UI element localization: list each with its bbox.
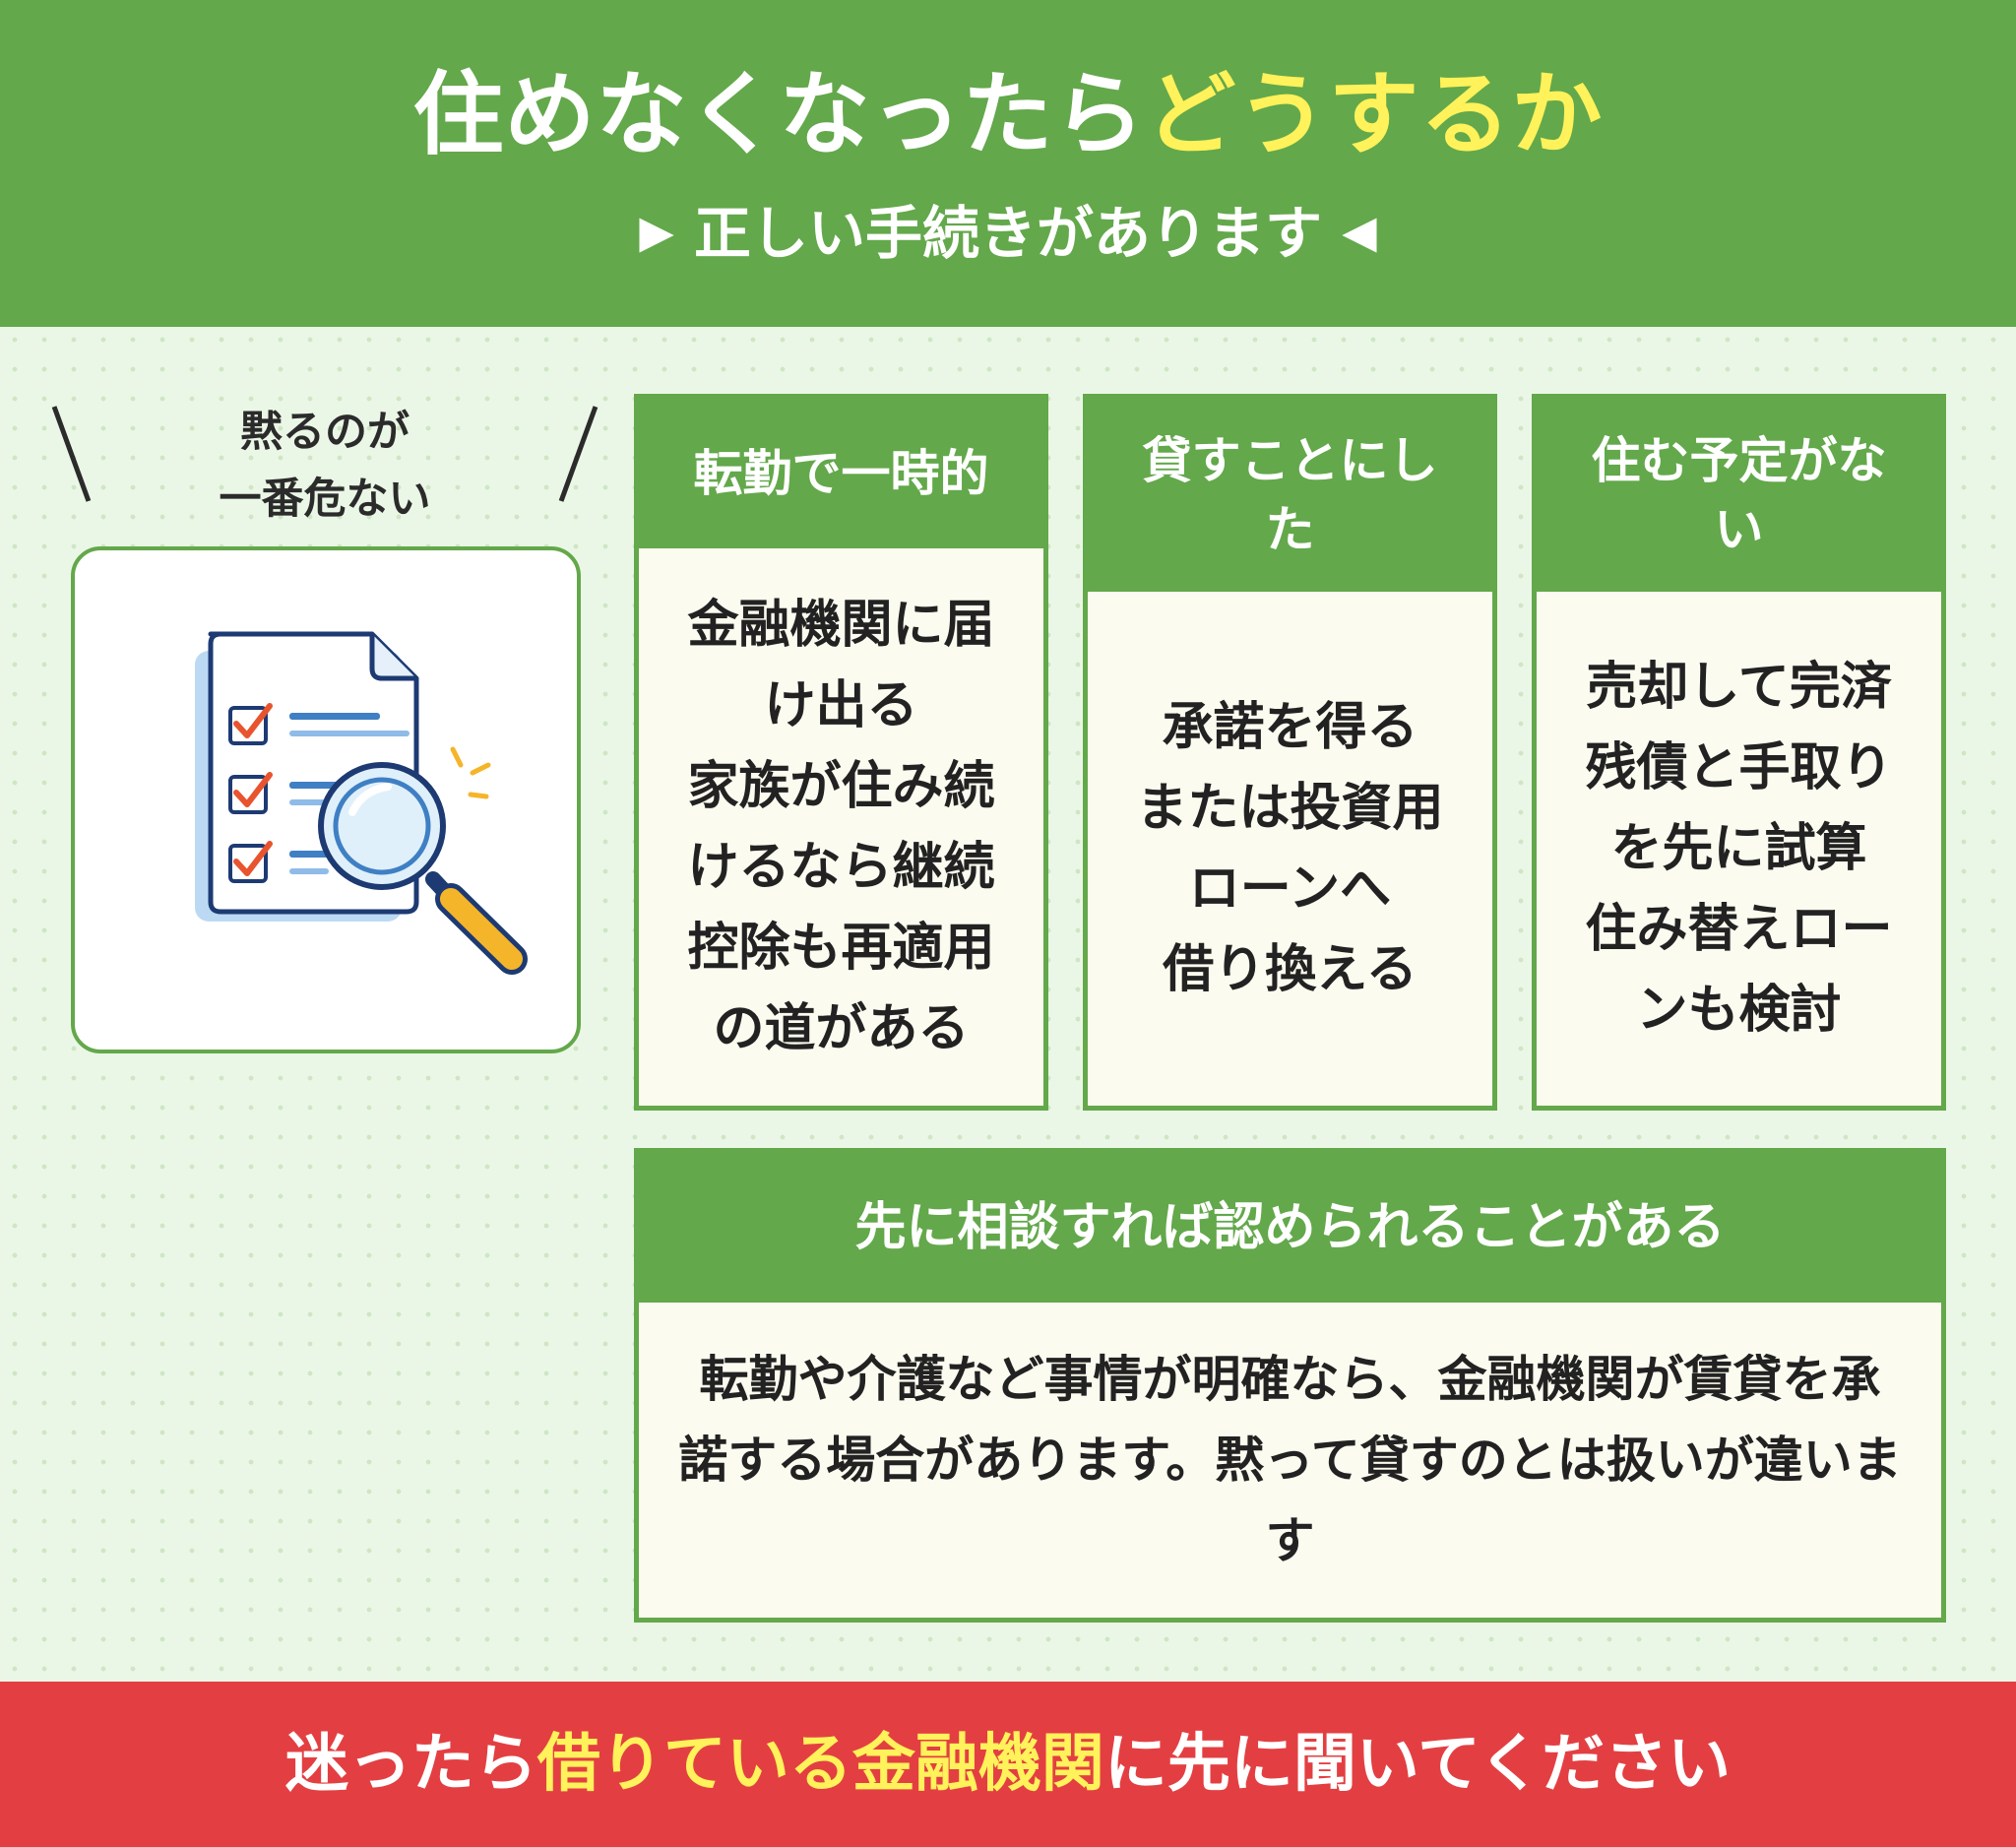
reverse-triangle-icon: ◀: [1342, 205, 1377, 258]
card-body-line: 残債と手取り: [1585, 738, 1893, 797]
footer-banner: 迷ったら借りている金融機関に先に聞いてください: [0, 1682, 2016, 1847]
card-body-line: または投資用: [1136, 779, 1444, 838]
illustration-panel: [71, 546, 581, 1053]
card-body-line: 売却して完済: [1586, 658, 1892, 717]
subtitle-text: 正しい手続きがあります: [693, 200, 1322, 267]
card-body-line: ローンへ: [1188, 860, 1392, 919]
card-body-line: け出る: [764, 676, 918, 735]
card-body-line: 金融機関に届: [687, 596, 995, 655]
card-body-line: けるなら継続: [687, 838, 995, 897]
footer-text-2: に先に聞いてください: [1103, 1728, 1732, 1801]
card-title: 転勤で一時的: [639, 399, 1043, 548]
card-body: 承諾を得る または投資用 ローンへ 借り換える: [1088, 592, 1492, 1106]
consultation-text: 転勤や介護など事情が明確なら、金融機関が賃貸を承諾する場合があります。黙って貸す…: [678, 1351, 1902, 1569]
consultation-card: 先に相談すれば認められることがある 転勤や介護など事情が明確なら、金融機関が賃貸…: [634, 1148, 1946, 1623]
speech-line-1: 黙るのが: [240, 408, 410, 457]
page-title: 住めなくなったらどうするか: [0, 61, 2016, 169]
card-body: 売却して完済 残債と手取り を先に試算 住み替えロー ンも検討: [1537, 592, 1941, 1106]
card-temporary-transfer: 転勤で一時的 金融機関に届 け出る 家族が住み続 けるなら継続 控除も再適用 の…: [634, 394, 1048, 1111]
card-title: 住む予定がない: [1537, 399, 1941, 592]
card-title: 貸すことにした: [1088, 399, 1492, 592]
title-main: 住めなくなったら: [412, 62, 1146, 167]
card-title-text: 住む予定がない: [1591, 432, 1887, 558]
footer-highlight: 借りている金融機関: [536, 1728, 1104, 1801]
page-subtitle: ▶ 正しい手続きがあります ◀: [0, 197, 2016, 268]
footer-text-1: 迷ったら: [284, 1728, 537, 1801]
title-highlight: どうするか: [1145, 62, 1604, 167]
card-body-line: の道がある: [713, 999, 970, 1058]
consultation-body: 転勤や介護など事情が明確なら、金融機関が賃貸を承諾する場合があります。黙って貸す…: [678, 1303, 1902, 1618]
header-banner: 住めなくなったらどうするか ▶ 正しい手続きがあります ◀: [0, 0, 2016, 327]
document-checklist-magnifier-icon: [195, 631, 528, 975]
warning-speech: 黙るのが 一番危ない: [197, 399, 453, 533]
card-body: 金融機関に届 け出る 家族が住み続 けるなら継続 控除も再適用 の道がある: [639, 548, 1043, 1106]
card-body-line: 借り換える: [1163, 940, 1418, 999]
emphasis-stroke-left: [51, 406, 92, 502]
emphasis-stroke-right: [558, 406, 598, 502]
card-body-line: を先に試算: [1610, 819, 1867, 878]
card-no-plan-to-live: 住む予定がない 売却して完済 残債と手取り を先に試算 住み替えロー ンも検討: [1532, 394, 1946, 1111]
card-body-line: 承諾を得る: [1162, 698, 1418, 757]
speech-line-2: 一番危ない: [219, 475, 431, 524]
card-body-line: ンも検討: [1636, 981, 1842, 1040]
play-triangle-icon: ▶: [639, 205, 674, 258]
card-decided-to-rent: 貸すことにした 承諾を得る または投資用 ローンへ 借り換える: [1083, 394, 1497, 1111]
card-body-line: 住み替えロー: [1585, 900, 1893, 959]
card-body-line: 家族が住み続: [687, 757, 995, 816]
card-title-text: 貸すことにした: [1142, 432, 1438, 558]
consultation-title: 先に相談すれば認められることがある: [639, 1153, 1941, 1303]
card-body-line: 控除も再適用: [687, 919, 995, 978]
